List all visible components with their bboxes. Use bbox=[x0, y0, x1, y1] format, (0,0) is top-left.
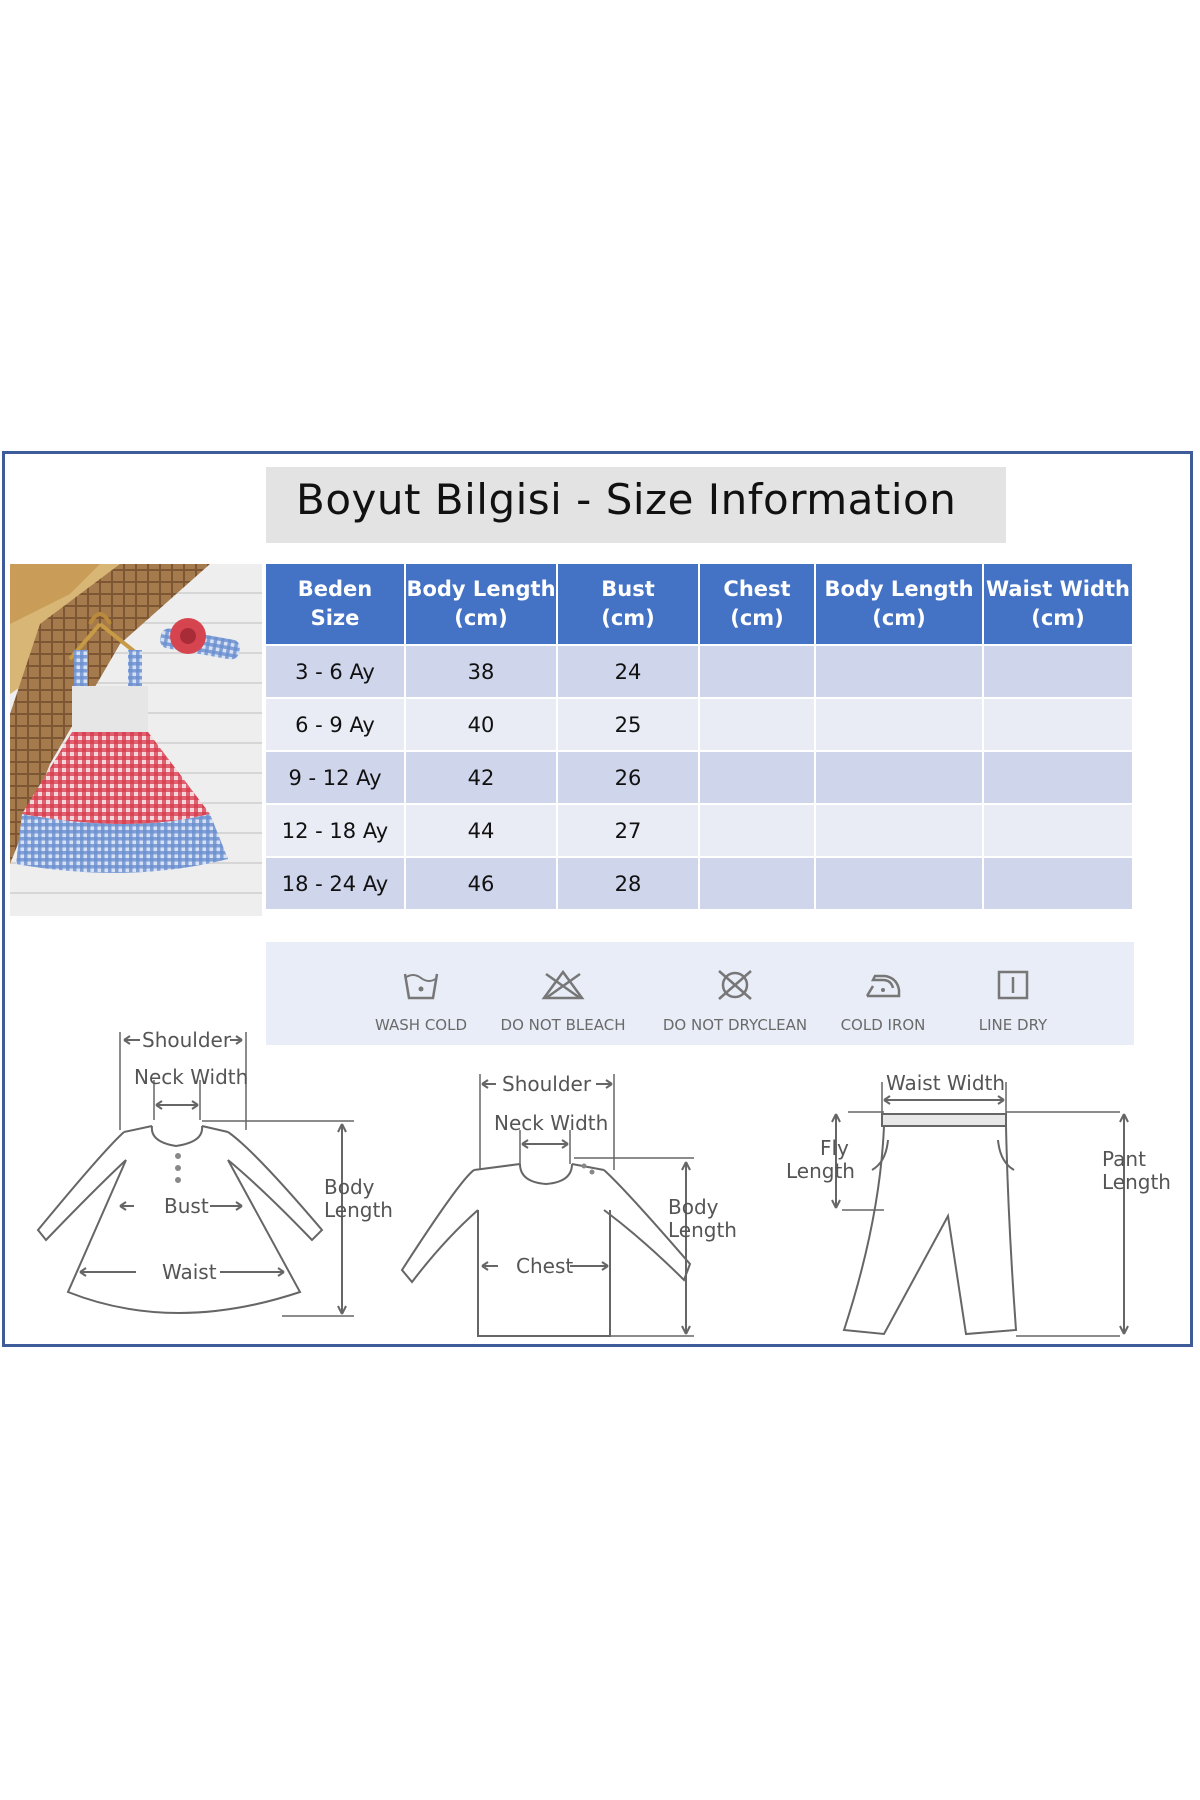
table-cell: 18 - 24 Ay bbox=[266, 858, 404, 909]
care-item-cold-iron: COLD IRON bbox=[798, 968, 968, 1034]
table-cell: 28 bbox=[558, 858, 698, 909]
column-header: Bust (cm) bbox=[558, 564, 698, 644]
table-cell bbox=[984, 699, 1132, 750]
wash-cold-icon bbox=[403, 973, 439, 1000]
table-cell bbox=[984, 752, 1132, 803]
header-line: (cm) bbox=[601, 606, 655, 630]
table-cell bbox=[700, 858, 814, 909]
table-cell: 3 - 6 Ay bbox=[266, 646, 404, 697]
bust-label: Bust bbox=[164, 1194, 209, 1218]
care-label: WASH COLD bbox=[374, 1016, 468, 1034]
pant-length-label: Length bbox=[1102, 1170, 1171, 1194]
care-label: DO NOT DRYCLEAN bbox=[662, 1016, 808, 1034]
title-bar: Boyut Bilgisi - Size Information bbox=[266, 467, 1006, 543]
header-line: Chest bbox=[723, 577, 791, 601]
header-line: Body Length bbox=[824, 577, 974, 601]
shirt-measurement-diagram: Shoulder Neck Width Chest Body Length bbox=[394, 1020, 754, 1344]
table-row: 6 - 9 Ay 40 25 bbox=[266, 699, 1132, 750]
column-header: Chest (cm) bbox=[700, 564, 814, 644]
header-line: Waist Width bbox=[985, 577, 1131, 601]
fly-length-label: Length bbox=[786, 1159, 855, 1183]
table-cell bbox=[816, 646, 982, 697]
table-cell: 40 bbox=[406, 699, 556, 750]
neck-width-label: Neck Width bbox=[494, 1111, 608, 1135]
table-cell bbox=[984, 858, 1132, 909]
do-not-bleach-icon bbox=[541, 969, 585, 1000]
waist-label: Waist bbox=[162, 1260, 217, 1284]
table-row: 18 - 24 Ay 46 28 bbox=[266, 858, 1132, 909]
pants-outline-image: Waist Width Fly Length Pant Length bbox=[786, 1071, 1171, 1337]
table-cell bbox=[816, 858, 982, 909]
table-cell bbox=[984, 646, 1132, 697]
shoulder-label: Shoulder bbox=[142, 1028, 232, 1052]
table-cell: 6 - 9 Ay bbox=[266, 699, 404, 750]
header-line: Bust bbox=[601, 577, 655, 601]
table-cell bbox=[984, 805, 1132, 856]
header-line: (cm) bbox=[730, 606, 784, 630]
body-length-label: Body bbox=[668, 1195, 719, 1219]
care-item-do-not-dryclean: DO NOT DRYCLEAN bbox=[650, 968, 820, 1034]
table-cell: 24 bbox=[558, 646, 698, 697]
header-line: Body Length bbox=[406, 577, 556, 601]
table-cell bbox=[700, 752, 814, 803]
care-label: COLD IRON bbox=[840, 1016, 926, 1034]
body-length-label: Body bbox=[324, 1175, 375, 1199]
table-cell: 12 - 18 Ay bbox=[266, 805, 404, 856]
table-row: 12 - 18 Ay 44 27 bbox=[266, 805, 1132, 856]
table-cell: 42 bbox=[406, 752, 556, 803]
care-label: LINE DRY bbox=[978, 1016, 1048, 1034]
dress-outline-image: Shoulder Neck Width Bust Waist Body Leng… bbox=[36, 1028, 393, 1317]
table-cell: 26 bbox=[558, 752, 698, 803]
table-cell: 27 bbox=[558, 805, 698, 856]
table-row: 3 - 6 Ay 38 24 bbox=[266, 646, 1132, 697]
pants-measurement-diagram: Waist Width Fly Length Pant Length bbox=[780, 1020, 1180, 1354]
shoulder-label: Shoulder bbox=[502, 1072, 592, 1096]
care-item-do-not-bleach: DO NOT BLEACH bbox=[478, 968, 648, 1034]
care-label: DO NOT BLEACH bbox=[500, 1016, 626, 1034]
table-row: 9 - 12 Ay 42 26 bbox=[266, 752, 1132, 803]
do-not-dryclean-icon bbox=[718, 970, 752, 1000]
baby-dress-photo-image bbox=[10, 564, 262, 916]
table-cell: 44 bbox=[406, 805, 556, 856]
dress-measurement-diagram: Shoulder Neck Width Bust Waist Body Leng… bbox=[24, 1020, 394, 1344]
header-line: (cm) bbox=[454, 606, 508, 630]
waist-width-label: Waist Width bbox=[886, 1071, 1005, 1095]
table-cell: 25 bbox=[558, 699, 698, 750]
table-cell: 9 - 12 Ay bbox=[266, 752, 404, 803]
table-cell bbox=[700, 699, 814, 750]
column-header: Body Length (cm) bbox=[816, 564, 982, 644]
body-length-label: Length bbox=[324, 1198, 393, 1222]
chest-label: Chest bbox=[516, 1254, 573, 1278]
body-length-label: Length bbox=[668, 1218, 737, 1242]
fly-length-label: Fly bbox=[820, 1136, 849, 1160]
page-title: Boyut Bilgisi - Size Information bbox=[296, 475, 957, 524]
table-cell bbox=[700, 646, 814, 697]
shirt-outline-image: Shoulder Neck Width Chest Body Length bbox=[400, 1072, 737, 1337]
column-header: Body Length (cm) bbox=[406, 564, 556, 644]
care-item-wash-cold: WASH COLD bbox=[336, 968, 506, 1034]
care-item-line-dry: LINE DRY bbox=[928, 968, 1098, 1034]
header-line: (cm) bbox=[1031, 606, 1085, 630]
table-cell bbox=[816, 805, 982, 856]
table-cell bbox=[816, 752, 982, 803]
neck-width-label: Neck Width bbox=[134, 1065, 248, 1089]
care-instructions-bar: WASH COLD DO NOT BLEACH DO NOT DRYCLEAN … bbox=[266, 942, 1134, 1045]
product-photo bbox=[10, 564, 262, 916]
table-cell bbox=[700, 805, 814, 856]
table-cell bbox=[816, 699, 982, 750]
table-cell: 46 bbox=[406, 858, 556, 909]
header-line: Size bbox=[310, 606, 360, 630]
line-dry-icon bbox=[997, 970, 1029, 1000]
table-cell: 38 bbox=[406, 646, 556, 697]
pant-length-label: Pant bbox=[1102, 1147, 1146, 1171]
column-header: Waist Width (cm) bbox=[984, 564, 1132, 644]
header-line: Beden bbox=[297, 577, 373, 601]
cold-iron-icon bbox=[865, 974, 901, 998]
header-line: (cm) bbox=[872, 606, 926, 630]
